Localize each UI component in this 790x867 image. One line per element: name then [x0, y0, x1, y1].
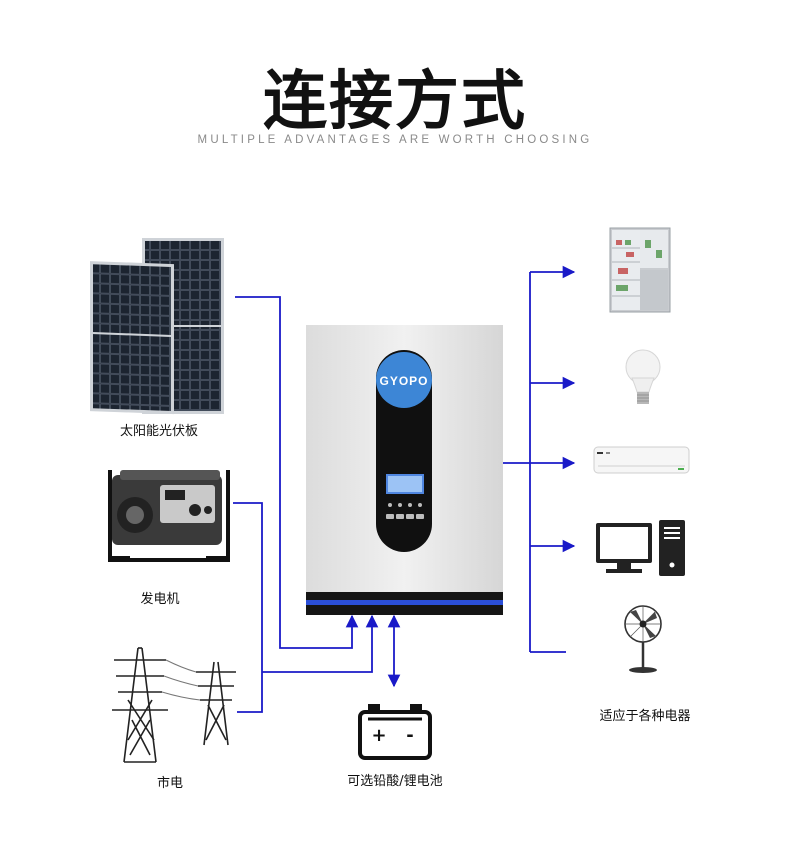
battery-plus: +: [371, 725, 386, 746]
fan-icon: [624, 605, 662, 673]
grid-line: [262, 614, 379, 673]
solar-label: 太阳能光伏板: [119, 424, 198, 439]
battery-icon: [358, 704, 432, 760]
refrigerator-icon: [609, 227, 671, 313]
battery-minus: -: [406, 725, 413, 746]
page-subtitle: MULTIPLE ADVANTAGES ARE WORTH CHOOSING: [197, 134, 593, 146]
appliances-label: 适应于各种电器: [599, 709, 691, 724]
page-title: 连接方式: [263, 65, 527, 139]
generator-line: [233, 502, 263, 713]
connection-lines: [233, 265, 576, 713]
generator-label: 发电机: [140, 592, 180, 607]
generator-icon: [108, 470, 230, 562]
battery-label: 可选铅酸/锂电池: [347, 774, 443, 789]
solar-line: [235, 296, 359, 649]
inverter-icon: [306, 325, 503, 615]
light-bulb-icon: [625, 349, 661, 404]
power-tower-icon: [112, 647, 236, 763]
computer-icon: [596, 520, 685, 576]
grid-label: 市电: [156, 776, 183, 791]
solar-panel-icon: [90, 238, 224, 415]
air-conditioner-icon: [593, 446, 690, 474]
inverter-brand: GYOPO: [379, 374, 428, 388]
